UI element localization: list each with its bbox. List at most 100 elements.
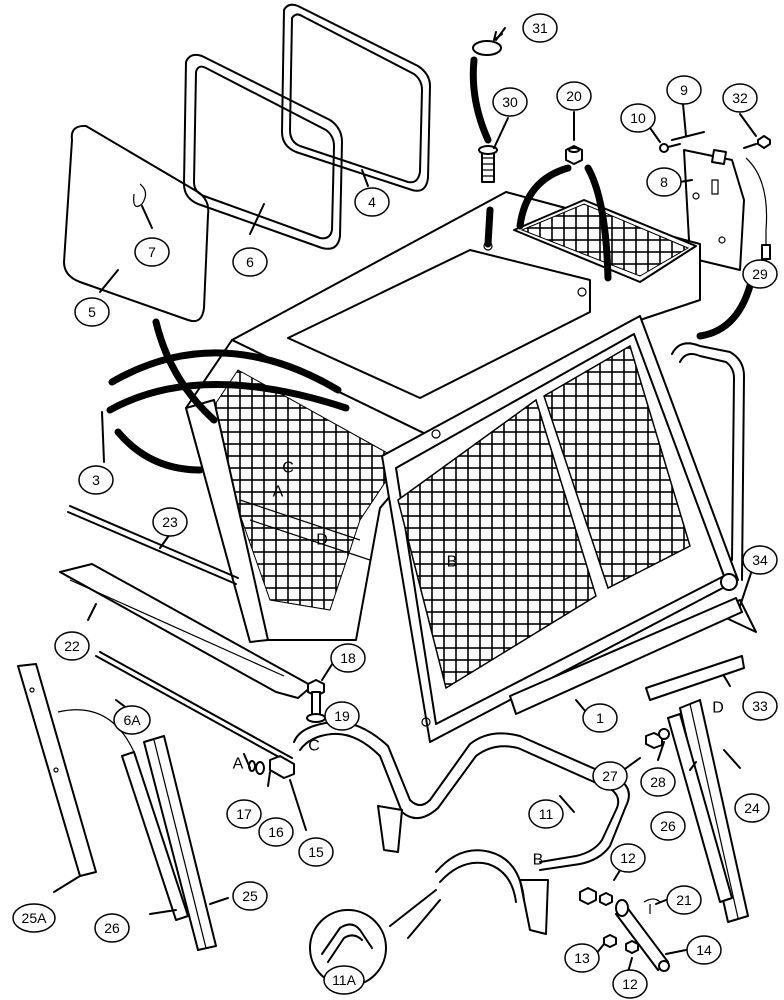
letter-b-lower: B xyxy=(533,852,544,869)
letter-d-upper: D xyxy=(316,532,328,549)
cab-frame-1 xyxy=(185,191,745,743)
svg-text:30: 30 xyxy=(502,94,518,110)
callout-25: 25 xyxy=(232,881,268,911)
svg-text:19: 19 xyxy=(334,708,350,724)
letter-markers: C A D B C A D B xyxy=(233,460,724,869)
letter-a-lower: A xyxy=(233,756,244,773)
callout-9: 9 xyxy=(666,75,702,105)
screw-32 xyxy=(743,135,771,149)
screw-10 xyxy=(659,143,681,153)
letter-b-upper: B xyxy=(447,554,458,571)
bolt-18 xyxy=(307,679,325,717)
assembly-arrows xyxy=(106,56,756,474)
svg-text:11A: 11A xyxy=(332,972,357,988)
callout-20: 20 xyxy=(556,81,592,111)
svg-text:6A: 6A xyxy=(123,712,141,728)
callout-13: 13 xyxy=(564,943,600,973)
callout-25A: 25A xyxy=(12,903,56,933)
svg-text:26: 26 xyxy=(104,920,120,936)
clip-21 xyxy=(643,898,661,914)
callout-11: 11 xyxy=(528,799,564,829)
callout-17: 17 xyxy=(226,799,262,829)
bolt-30 xyxy=(478,145,498,183)
letter-d-lower: D xyxy=(712,700,724,717)
nut-20 xyxy=(565,145,583,165)
svg-text:33: 33 xyxy=(752,698,768,714)
callout-32: 32 xyxy=(722,83,758,113)
callout-29: 29 xyxy=(742,259,778,289)
svg-text:18: 18 xyxy=(340,650,356,666)
callout-4: 4 xyxy=(354,187,390,217)
callout-5: 5 xyxy=(74,297,110,327)
svg-text:24: 24 xyxy=(744,800,760,816)
callout-6A: 6A xyxy=(113,705,151,735)
callout-12-upper: 12 xyxy=(610,843,646,873)
svg-text:20: 20 xyxy=(566,88,582,104)
svg-text:31: 31 xyxy=(532,20,548,36)
plate-22 xyxy=(59,563,313,699)
callouts: 31 30 20 10 9 32 8 29 7 6 5 4 3 23 22 6A… xyxy=(12,13,778,999)
callout-19: 19 xyxy=(324,701,360,731)
fastener-27-28 xyxy=(645,728,670,749)
callout-30: 30 xyxy=(492,87,528,117)
handrail-26-right xyxy=(667,713,733,903)
seal-33 xyxy=(645,655,745,701)
svg-text:12: 12 xyxy=(622,976,638,992)
cable-loop xyxy=(57,709,135,753)
svg-text:3: 3 xyxy=(92,472,100,488)
svg-text:12: 12 xyxy=(620,850,636,866)
svg-text:15: 15 xyxy=(308,844,324,860)
washer-19 xyxy=(306,713,326,723)
svg-text:27: 27 xyxy=(602,768,618,784)
callout-6: 6 xyxy=(232,247,268,277)
letter-c-lower: C xyxy=(308,738,320,755)
callout-26-left: 26 xyxy=(94,913,130,943)
svg-text:8: 8 xyxy=(660,174,668,190)
callout-27: 27 xyxy=(592,761,628,791)
callout-11A: 11A xyxy=(323,965,365,995)
callout-28: 28 xyxy=(640,767,676,797)
svg-text:11: 11 xyxy=(539,806,554,822)
svg-text:9: 9 xyxy=(680,82,688,98)
callout-24: 24 xyxy=(734,793,770,823)
svg-text:22: 22 xyxy=(64,638,80,654)
pin-9 xyxy=(671,131,705,141)
callout-22: 22 xyxy=(54,631,90,661)
letter-c-upper: C xyxy=(282,460,294,477)
callout-34: 34 xyxy=(742,545,778,575)
cable-29 xyxy=(745,157,771,260)
svg-text:5: 5 xyxy=(88,304,96,320)
window-seal-6 xyxy=(183,53,343,250)
callout-14: 14 xyxy=(686,935,722,965)
window-pane-5 xyxy=(63,124,210,323)
svg-text:25A: 25A xyxy=(22,910,48,926)
detail-circle-11A xyxy=(309,889,441,987)
handrail-25 xyxy=(143,735,217,951)
svg-text:32: 32 xyxy=(732,90,748,106)
svg-text:29: 29 xyxy=(752,266,768,282)
svg-text:21: 21 xyxy=(676,892,692,908)
callout-12-lower: 12 xyxy=(612,969,648,999)
callout-15: 15 xyxy=(298,837,334,867)
svg-text:16: 16 xyxy=(268,824,284,840)
gas-strut-14 xyxy=(615,899,670,972)
trim-1 xyxy=(509,597,743,715)
svg-text:17: 17 xyxy=(236,806,252,822)
callout-23: 23 xyxy=(152,507,188,537)
callout-3: 3 xyxy=(78,465,114,495)
fastener-15-16-17 xyxy=(248,755,295,779)
callout-31: 31 xyxy=(522,13,558,43)
handrail-26-left xyxy=(121,751,189,921)
svg-text:4: 4 xyxy=(368,194,376,210)
handrail-25A xyxy=(17,663,97,877)
callout-16: 16 xyxy=(258,817,294,847)
callout-21: 21 xyxy=(666,885,702,915)
callout-1: 1 xyxy=(582,703,618,733)
svg-text:23: 23 xyxy=(162,514,178,530)
strip-23 xyxy=(67,505,239,585)
callout-10: 10 xyxy=(620,103,656,133)
callout-33: 33 xyxy=(742,691,778,721)
screw-12 xyxy=(599,892,639,954)
